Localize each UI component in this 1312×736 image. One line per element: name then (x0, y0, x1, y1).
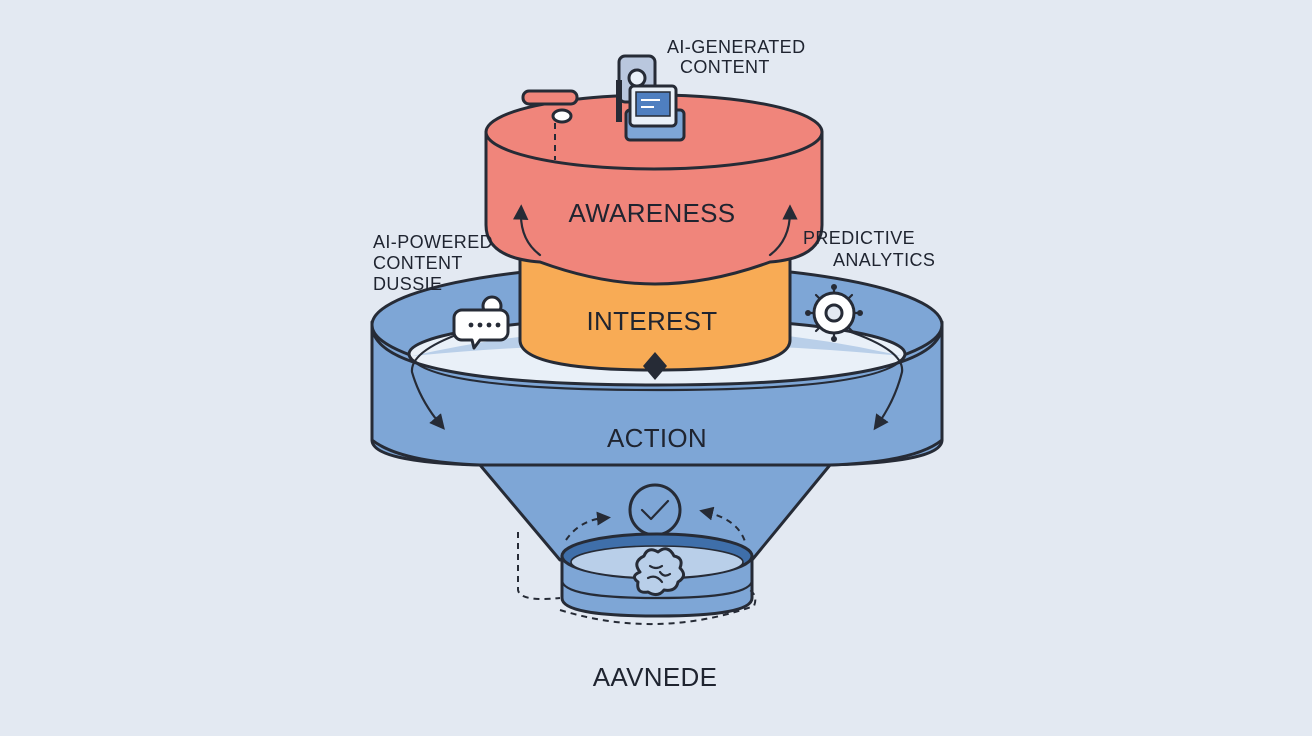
annotation-left-line-2: CONTENT (373, 253, 463, 273)
awareness-label: AWARENESS (569, 198, 736, 228)
interest-tier: INTEREST (518, 248, 792, 380)
annotation-right-line-1: PREDICTIVE (803, 228, 915, 248)
base-label: AAVNEDE (593, 662, 717, 692)
action-left-arrow (410, 328, 472, 430)
action-ring-front (370, 323, 944, 467)
annotation-right-line-2: ANALYTICS (833, 250, 935, 270)
annotation-left-line-3: DUSSIE (373, 274, 442, 294)
awareness-left-arrow (513, 204, 542, 257)
annotation-top-line-1: AI-GENERATED (667, 37, 805, 57)
annotation-ai-generated-content: AI-GENERATED CONTENT (667, 37, 805, 77)
check-right-arrow (699, 506, 747, 546)
annotation-top-line-2: CONTENT (680, 57, 770, 77)
awareness-right-arrow (768, 204, 798, 257)
computer-monitor-icon (616, 54, 686, 142)
annotation-left-line-1: AI-POWERED (373, 232, 493, 252)
check-left-arrow (565, 511, 611, 541)
gear-network-icon (805, 284, 863, 342)
chat-bubble-icon (452, 295, 510, 350)
checkmark-circle-icon (628, 483, 682, 537)
annotation-predictive-analytics: PREDICTIVE ANALYTICS (803, 228, 935, 270)
brain-cloud-icon (633, 547, 685, 597)
annotation-ai-powered-content: AI-POWERED CONTENT DUSSIE (373, 232, 493, 294)
action-right-arrow (843, 328, 904, 431)
awareness-connector (521, 89, 579, 160)
awareness-cylinder (484, 130, 824, 286)
action-label: ACTION (607, 423, 707, 453)
interest-label: INTEREST (587, 306, 718, 336)
interest-diamond-marker (643, 352, 667, 380)
